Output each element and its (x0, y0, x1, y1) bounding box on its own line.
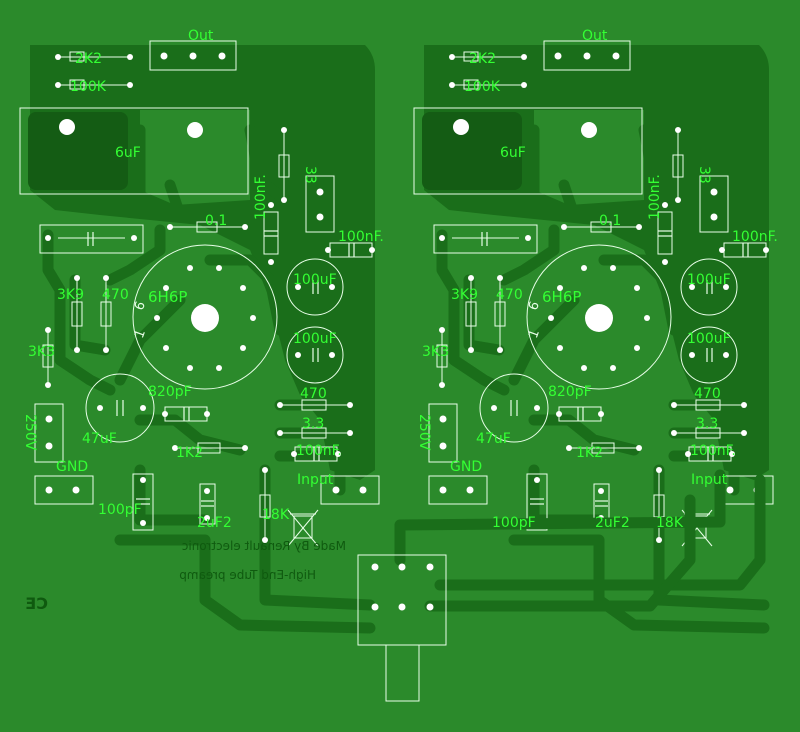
label-out: Out (582, 28, 608, 44)
label-47uf: 47uF (476, 431, 511, 447)
label-3k9: 3K9 (451, 287, 478, 303)
label-100k: 100K (464, 79, 501, 95)
shared-traces (394, 469, 766, 612)
label-100pf: 100pF (492, 515, 536, 531)
label-3-3: 3.3 (696, 416, 718, 432)
label-0-1: 0.1 (205, 213, 227, 229)
label-100uf-1: 100uF (687, 272, 731, 288)
label-1k2: 1K2 (576, 445, 603, 461)
label-820pf: 820pF (148, 384, 192, 400)
label-input: Input (691, 472, 728, 488)
label-33: 33 (696, 166, 712, 184)
label-100uf-1: 100uF (293, 272, 337, 288)
label-47uf: 47uF (82, 431, 117, 447)
label-gnd: GND (56, 459, 88, 475)
label-470a: 470 (496, 287, 523, 303)
footer-credit: Made By Renault electronic (182, 539, 346, 553)
label-2k2: 2K2 (469, 51, 496, 67)
volume-pot-shaft (385, 644, 420, 702)
footer-title: High-End Tube preamp (179, 568, 316, 582)
label-3k9: 3K9 (57, 287, 84, 303)
label-3k3: 3K3 (28, 344, 55, 360)
label-100nf-h: 100nF. (338, 229, 384, 245)
label-3-3: 3.3 (302, 416, 324, 432)
label-100nf-low: 100nF. (690, 443, 736, 459)
label-gnd: GND (450, 459, 482, 475)
label-out: Out (188, 28, 214, 44)
label-100pf: 100pF (98, 502, 142, 518)
label-100uf-2: 100uF (687, 331, 731, 347)
label-100nf-h: 100nF. (732, 229, 778, 245)
label-100nf-v: 100nF. (647, 174, 663, 220)
label-100nf-v: 100nF. (253, 174, 269, 220)
label-input: Input (297, 472, 334, 488)
label-100nf-low: 100nF. (296, 443, 342, 459)
label-470b: 470 (300, 386, 327, 402)
label-6uf: 6uF (115, 145, 141, 161)
label-2k2: 2K2 (75, 51, 102, 67)
footer-mirrored: Made By Renault electronic High-End Tube… (25, 539, 346, 613)
label-33: 33 (302, 166, 318, 184)
label-470b: 470 (694, 386, 721, 402)
footer-ce-mark: CE (25, 594, 48, 613)
label-tube: 6H6P (542, 288, 581, 306)
volume-pot-pads (371, 563, 434, 611)
label-3k3: 3K3 (422, 344, 449, 360)
label-820pf: 820pF (548, 384, 592, 400)
label-6uf: 6uF (500, 145, 526, 161)
label-18k: 18K (262, 507, 290, 523)
label-2uf2: 2uF2 (197, 515, 232, 531)
label-1k2: 1K2 (176, 445, 203, 461)
volume-pot (357, 554, 447, 702)
label-2uf2: 2uF2 (595, 515, 630, 531)
labels-right: 2K2 100K Out 6uF 33 100nF. 100nF. 0.1 10… (416, 28, 778, 531)
label-18k: 18K (656, 515, 684, 531)
label-tube: 6H6P (148, 288, 187, 306)
label-100k: 100K (70, 79, 107, 95)
label-0-1: 0.1 (599, 213, 621, 229)
label-100uf-2: 100uF (293, 331, 337, 347)
label-250v: 250V (22, 414, 38, 451)
label-470a: 470 (102, 287, 129, 303)
label-250v: 250V (416, 414, 432, 451)
